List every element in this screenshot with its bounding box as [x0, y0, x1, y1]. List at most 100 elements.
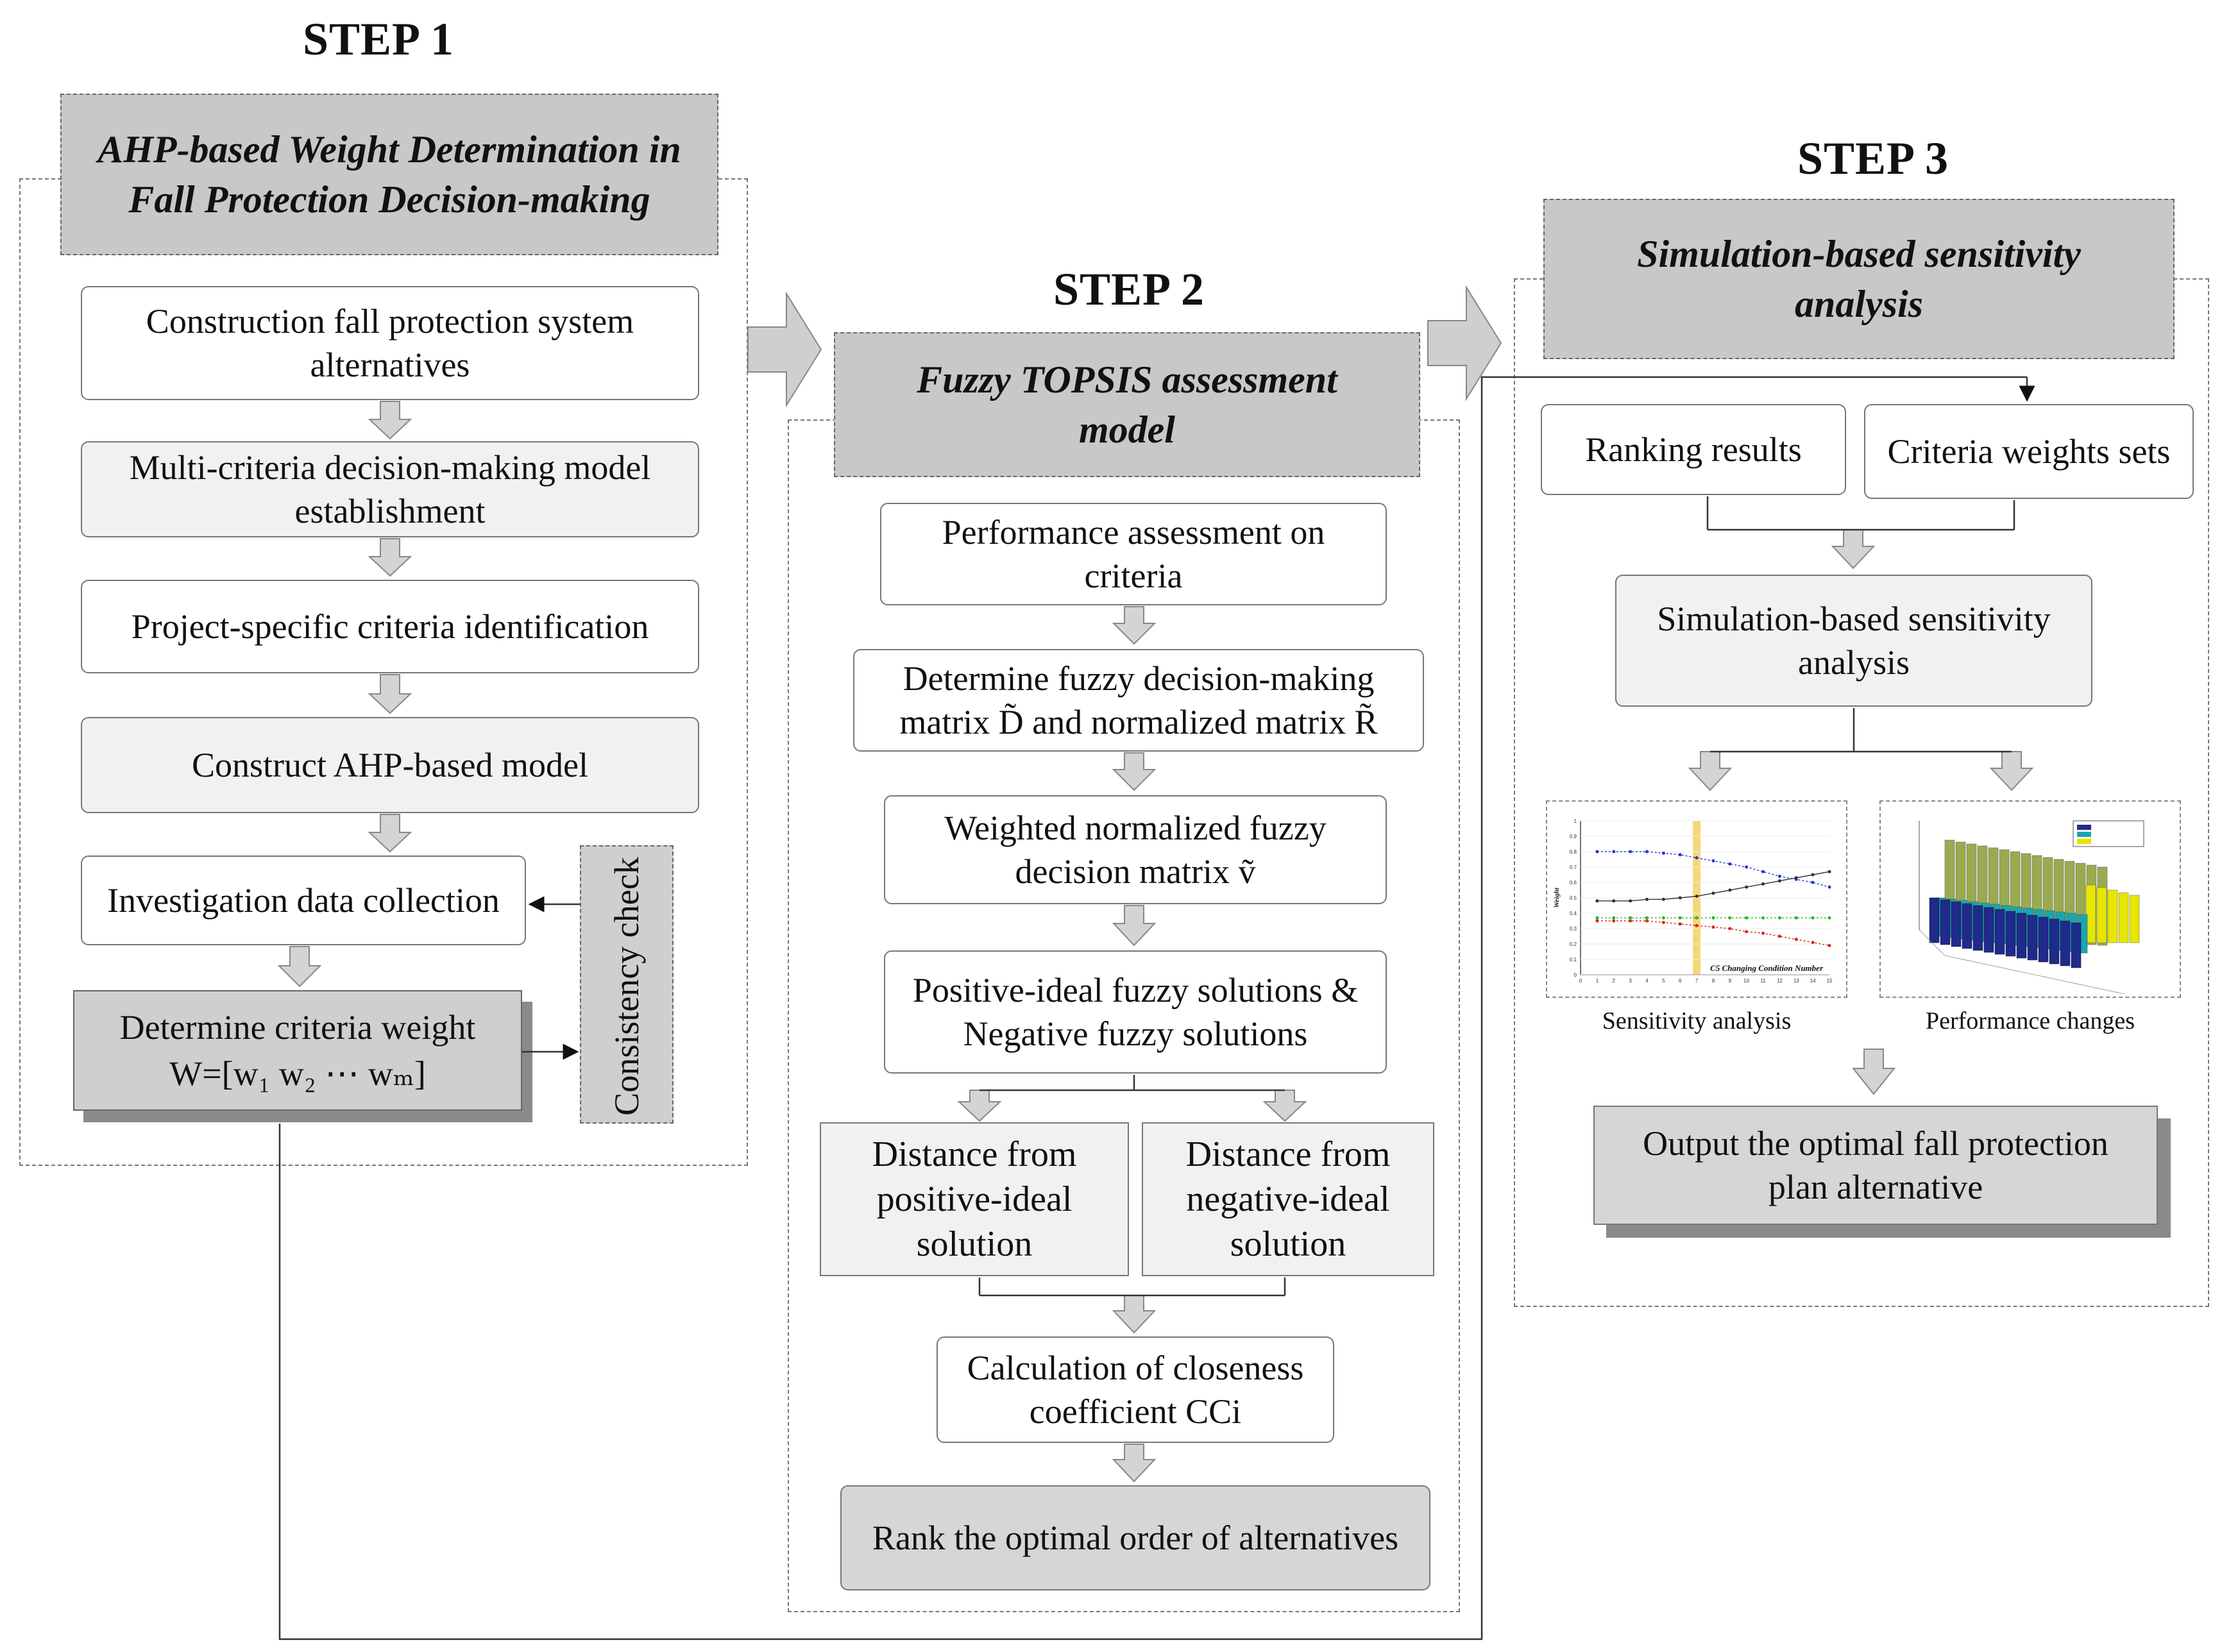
x-axis-title: C5 Changing Condition Number: [1710, 963, 1824, 973]
y-axis-title: Weight: [1553, 887, 1561, 908]
caption-sensitivity: Sensitivity analysis: [1602, 1007, 1792, 1034]
series-marker: [1645, 916, 1649, 920]
y-tick-label: 0: [1574, 972, 1577, 978]
series-marker: [1711, 891, 1715, 895]
step1-box-criteria-weight: Determine criteria weight W=[w₁ w₂ ⋯ wₘ]: [73, 990, 522, 1111]
floor-line: [1944, 955, 2125, 995]
x-tick-label: 8: [1712, 978, 1715, 984]
y-tick-label: 0.2: [1570, 941, 1577, 947]
series-marker: [1595, 916, 1599, 920]
bar-yellow: [2107, 889, 2118, 943]
series-marker: [1811, 873, 1815, 877]
x-tick-label: 13: [1794, 978, 1799, 984]
x-tick-label: 6: [1679, 978, 1682, 984]
series-marker: [1761, 916, 1765, 920]
series-marker: [1745, 930, 1749, 934]
step1-box-criteria-identification: Project-specific criteria identification: [81, 580, 699, 673]
series-marker: [1794, 916, 1798, 920]
step2-box-fuzzy-matrix: Determine fuzzy decision-making matrix D…: [853, 649, 1424, 752]
series-marker: [1761, 870, 1765, 873]
bar-navy: [1940, 899, 1951, 945]
series-marker: [1728, 862, 1732, 866]
series-marker: [1728, 888, 1732, 892]
step2-box-ideal-solutions: Positive-ideal fuzzy solutions & Negativ…: [884, 950, 1387, 1074]
y-tick-label: 0.1: [1570, 957, 1577, 963]
step2-box-distance-negative: Distance from negative-ideal solution: [1142, 1122, 1434, 1276]
bar-yellow: [2085, 884, 2096, 943]
series-marker: [1711, 925, 1715, 929]
series-marker: [1811, 916, 1815, 920]
series-marker: [1645, 897, 1649, 901]
step2-title: Fuzzy TOPSIS assessment model: [834, 332, 1420, 477]
series-marker: [1711, 859, 1715, 863]
bar-navy: [1983, 907, 1994, 953]
x-tick-label: 10: [1743, 978, 1749, 984]
step2-box-distance-positive: Distance from positive-ideal solution: [820, 1122, 1129, 1276]
series-marker: [1612, 850, 1616, 854]
series-marker: [1695, 856, 1699, 860]
series-marker: [1629, 916, 1633, 920]
legend-swatch: [2077, 839, 2091, 844]
consistency-check-label: Consistency check: [607, 857, 646, 1116]
x-tick-label: 15: [1827, 978, 1833, 984]
series-marker: [1661, 920, 1665, 924]
step2-box-weighted-matrix: Weighted normalized fuzzy decision matri…: [884, 795, 1387, 904]
series-marker: [1612, 899, 1616, 903]
x-tick-label: 9: [1729, 978, 1732, 984]
series-marker: [1612, 919, 1616, 923]
series-marker: [1828, 916, 1831, 920]
series-marker: [1794, 876, 1798, 880]
x-tick-label: 11: [1760, 978, 1766, 984]
legend-swatch: [2077, 832, 2091, 837]
x-tick-label: 1: [1596, 978, 1599, 984]
series-line: [1597, 920, 1830, 947]
series-marker: [1777, 934, 1781, 938]
x-tick-label: 12: [1777, 978, 1783, 984]
x-tick-label: 3: [1629, 978, 1632, 984]
x-tick-label: 0: [1579, 978, 1582, 984]
series-marker: [1645, 919, 1649, 923]
y-tick-label: 0.4: [1570, 911, 1577, 916]
step3-box-output: Output the optimal fall protection plan …: [1593, 1106, 2158, 1225]
performance-chart-svg: [1919, 820, 2144, 995]
step2-box-closeness: Calculation of closeness coefficient CCi: [937, 1336, 1334, 1443]
series-marker: [1695, 923, 1699, 927]
bar-yellow: [2129, 895, 2140, 943]
y-tick-label: 0.3: [1570, 926, 1577, 932]
y-tick-label: 0.7: [1570, 864, 1577, 870]
series-marker: [1678, 922, 1682, 926]
series-marker: [1612, 916, 1616, 920]
criteria-weight-line2: W=[w₁ w₂ ⋯ wₘ]: [169, 1054, 426, 1093]
x-tick-label: 2: [1613, 978, 1616, 984]
series-line: [1597, 871, 1830, 902]
series-marker: [1595, 850, 1599, 854]
step1-to-step2-arrow: [747, 291, 822, 408]
series-marker: [1828, 870, 1831, 873]
criteria-weight-line1: Determine criteria weight: [119, 1008, 476, 1047]
bar-navy: [2071, 922, 2082, 968]
performance-chart-thumbnail: [1879, 800, 2181, 998]
step3-title: Simulation-based sensitivity analysis: [1543, 199, 2175, 359]
series-marker: [1629, 919, 1633, 923]
step3-box-weights-sets: Criteria weights sets: [1864, 404, 2194, 499]
step1-box-alternatives: Construction fall protection system alte…: [81, 286, 699, 400]
y-tick-label: 1: [1574, 818, 1577, 824]
y-tick-label: 0.9: [1570, 834, 1577, 839]
series-marker: [1629, 899, 1633, 903]
legend-swatch: [2077, 825, 2091, 830]
step2-box-performance: Performance assessment on criteria: [880, 503, 1387, 605]
x-tick-label: 7: [1695, 978, 1699, 984]
step2-box-rank: Rank the optimal order of alternatives: [840, 1485, 1430, 1590]
bar-navy: [1951, 901, 1962, 947]
step3-box-simulation: Simulation-based sensitivity analysis: [1615, 575, 2092, 707]
step2-label: STEP 2: [1053, 264, 1205, 315]
step3-label: STEP 3: [1797, 133, 1949, 184]
caption-performance: Performance changes: [1925, 1007, 2135, 1034]
series-marker: [1678, 896, 1682, 900]
series-marker: [1595, 919, 1599, 923]
series-marker: [1728, 916, 1732, 920]
series-marker: [1794, 938, 1798, 941]
series-marker: [1629, 850, 1633, 854]
series-marker: [1777, 916, 1781, 920]
